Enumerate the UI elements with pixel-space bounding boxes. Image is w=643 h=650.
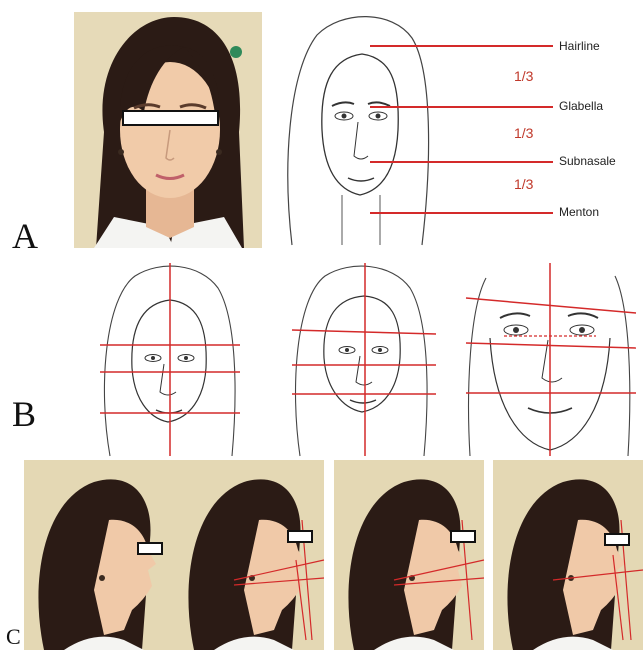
eye-bar-1 <box>137 542 163 555</box>
panel-b: B <box>0 258 643 458</box>
ratio-middle: 1/3 <box>514 125 533 141</box>
ratio-lower: 1/3 <box>514 176 533 192</box>
sketch-b1 <box>100 263 240 456</box>
sketch-b3 <box>466 263 636 456</box>
panel-a: A Hairline Glabella Subnasale Menton 1/3… <box>0 0 643 255</box>
ratio-upper: 1/3 <box>514 68 533 84</box>
label-hairline: Hairline <box>559 39 600 53</box>
panel-b-sketches <box>0 258 643 458</box>
eye-bar-3 <box>450 530 476 543</box>
label-subnasale: Subnasale <box>559 154 616 168</box>
label-glabella: Glabella <box>559 99 603 113</box>
sketch-b2 <box>292 263 436 456</box>
eye-bar-2 <box>287 530 313 543</box>
panel-c: C <box>0 460 643 650</box>
label-menton: Menton <box>559 205 599 219</box>
profile-photo-4 <box>493 460 643 650</box>
profile-photo-2 <box>174 460 324 650</box>
eye-bar-4 <box>604 533 630 546</box>
profile-photo-1 <box>24 460 174 650</box>
profile-photo-3 <box>334 460 484 650</box>
profile-photos <box>0 460 643 650</box>
panel-a-lines <box>0 0 643 255</box>
